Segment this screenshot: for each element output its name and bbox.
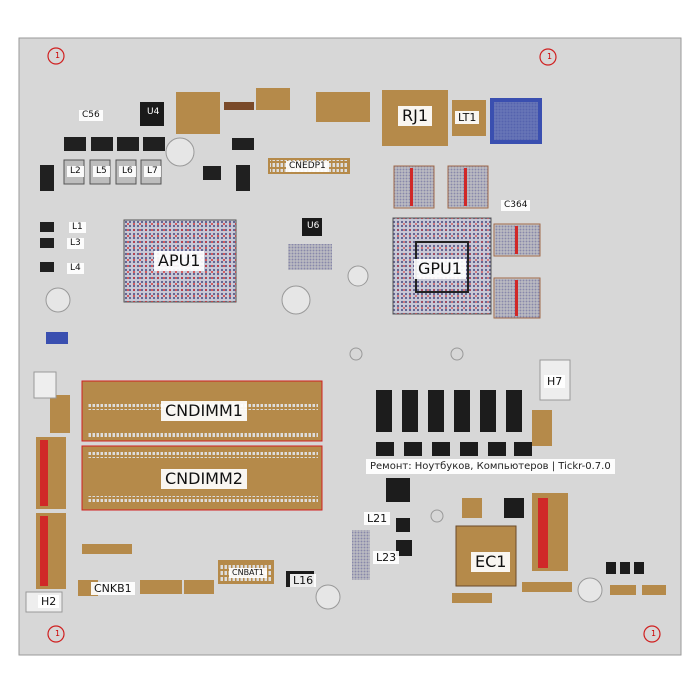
label-l16: L16: [290, 574, 317, 587]
label-l3: L3: [67, 238, 84, 249]
label-ec1: EC1: [471, 552, 511, 572]
label-apu1: APU1: [154, 251, 205, 271]
label-l4: L4: [67, 263, 84, 274]
connector-top-1: [176, 92, 220, 134]
connector-top-3: [256, 88, 290, 110]
label-l23: L23: [373, 551, 400, 564]
label-u6: U6: [304, 221, 323, 232]
hole-marker-tl: 1: [55, 51, 61, 60]
watermark-text: Ремонт: Ноутбуков, Компьютеров | Tickr-0…: [366, 459, 615, 474]
mounting-holes: [47, 47, 661, 643]
label-l21: L21: [364, 512, 391, 525]
label-h2: H2: [38, 595, 60, 608]
label-h7: H7: [544, 375, 566, 388]
power-stage: [376, 390, 532, 456]
hole-marker-br: 1: [651, 629, 657, 638]
board-outline: [18, 37, 682, 656]
connector-top-2: [224, 102, 254, 110]
hole-marker-tr: 1: [547, 52, 553, 61]
label-cnedp1: CNEDP1: [286, 161, 329, 172]
label-cndimm2: CNDIMM2: [161, 469, 247, 489]
label-l1: L1: [69, 222, 86, 233]
label-cndimm1: CNDIMM1: [161, 401, 247, 421]
label-l5: L5: [93, 166, 110, 177]
label-gpu1: GPU1: [414, 259, 466, 279]
hole-marker-bl: 1: [55, 629, 61, 638]
inductor-row: [40, 137, 254, 191]
label-c56: C56: [79, 110, 103, 121]
connector-top-4: [316, 92, 370, 122]
label-u4: U4: [144, 107, 163, 118]
label-c364: C364: [501, 200, 531, 211]
label-cnbat1: CNBAT1: [229, 568, 267, 578]
label-lt1: LT1: [455, 111, 480, 124]
label-cnkb1: CNKB1: [91, 582, 135, 595]
label-l6: L6: [119, 166, 136, 177]
label-l2: L2: [67, 166, 84, 177]
right-connector: [532, 493, 568, 571]
label-l7: L7: [144, 166, 161, 177]
label-rj1: RJ1: [398, 106, 433, 126]
